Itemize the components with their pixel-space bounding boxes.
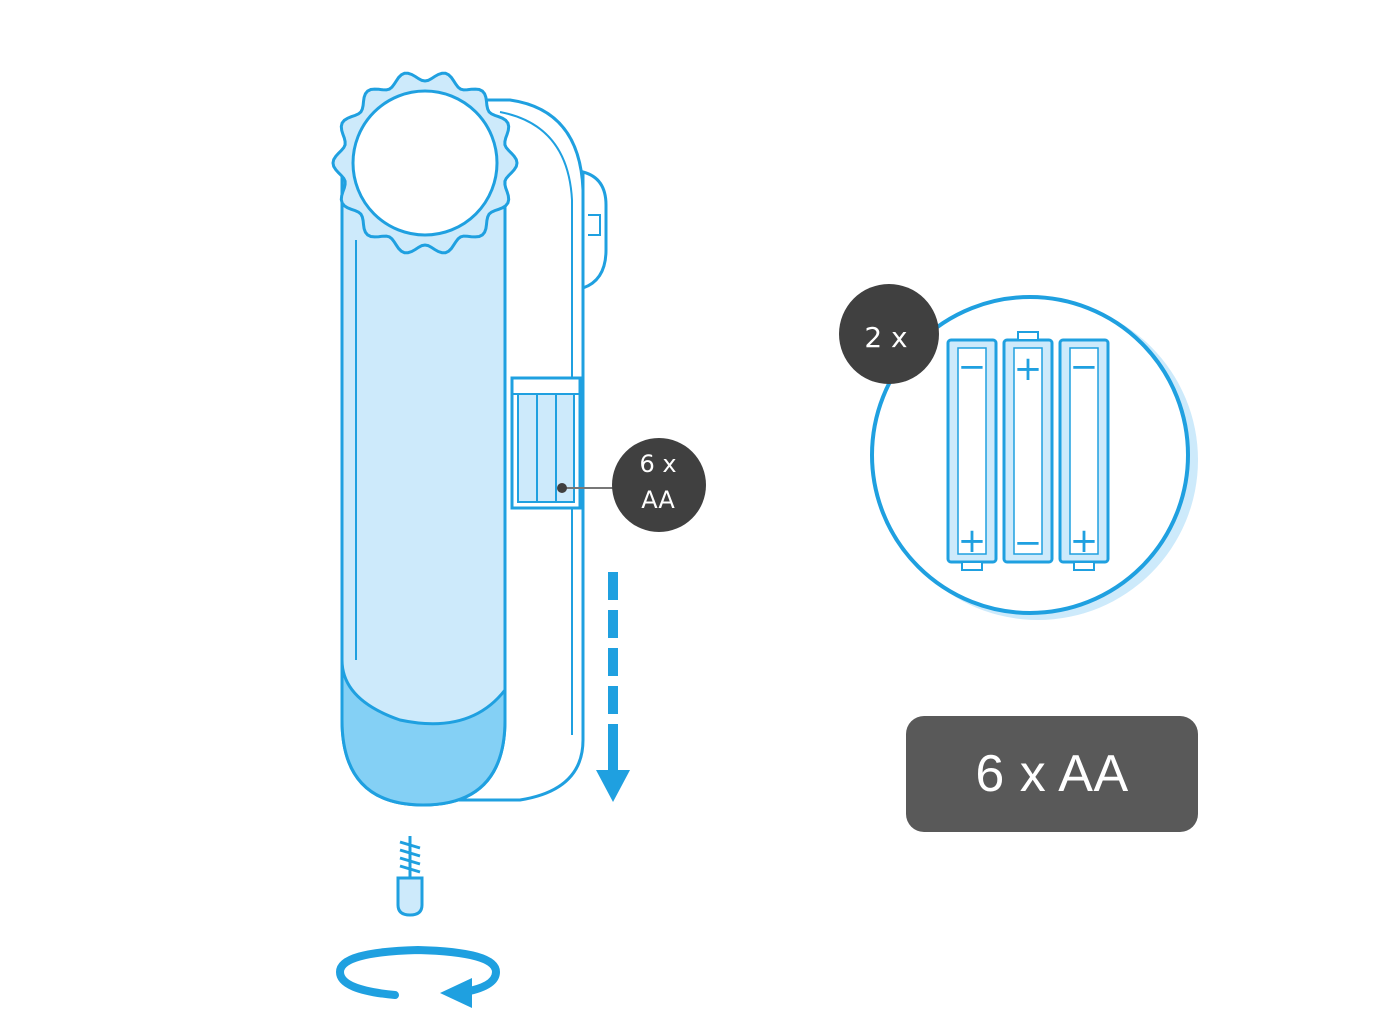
cell-1-top-symbol: −: [958, 347, 987, 387]
battery-pack-illustration: − + + − − + 2 x: [839, 284, 1198, 620]
battery-compartment: [510, 376, 582, 510]
device-battery-callout: 6 x AA: [557, 438, 706, 532]
rotate-arrow-icon: [335, 945, 501, 1008]
screw-icon: [396, 836, 424, 917]
thermostat-body-icon: [340, 98, 608, 807]
callout-badge: [612, 438, 706, 532]
callout-line1: 6 x: [639, 450, 676, 478]
callout-line2: AA: [641, 486, 675, 514]
cell-1-bottom-symbol: +: [958, 521, 987, 561]
battery-icon: [946, 331, 1110, 571]
rear-housing-inner-line: [499, 111, 573, 735]
bottom-cap: [340, 659, 507, 807]
multiplier-badge: [839, 284, 939, 384]
battery-caption-box: 6 x AA: [906, 716, 1198, 832]
side-button: [581, 170, 608, 291]
adjustment-dial-icon: [331, 71, 519, 255]
multiplier-label: 2 x: [864, 321, 907, 354]
cell-2-top-symbol: +: [1014, 349, 1043, 389]
callout-pin-dot: [557, 483, 567, 493]
cell-3-bottom-symbol: +: [1070, 521, 1099, 561]
dial-center: [351, 89, 499, 237]
battery-caption-text: 6 x AA: [975, 745, 1129, 803]
cell-2-bottom-symbol: −: [1014, 523, 1043, 563]
slide-down-arrow-icon: [596, 572, 630, 802]
side-button-notch: [588, 214, 601, 236]
cell-3-top-symbol: −: [1070, 347, 1099, 387]
